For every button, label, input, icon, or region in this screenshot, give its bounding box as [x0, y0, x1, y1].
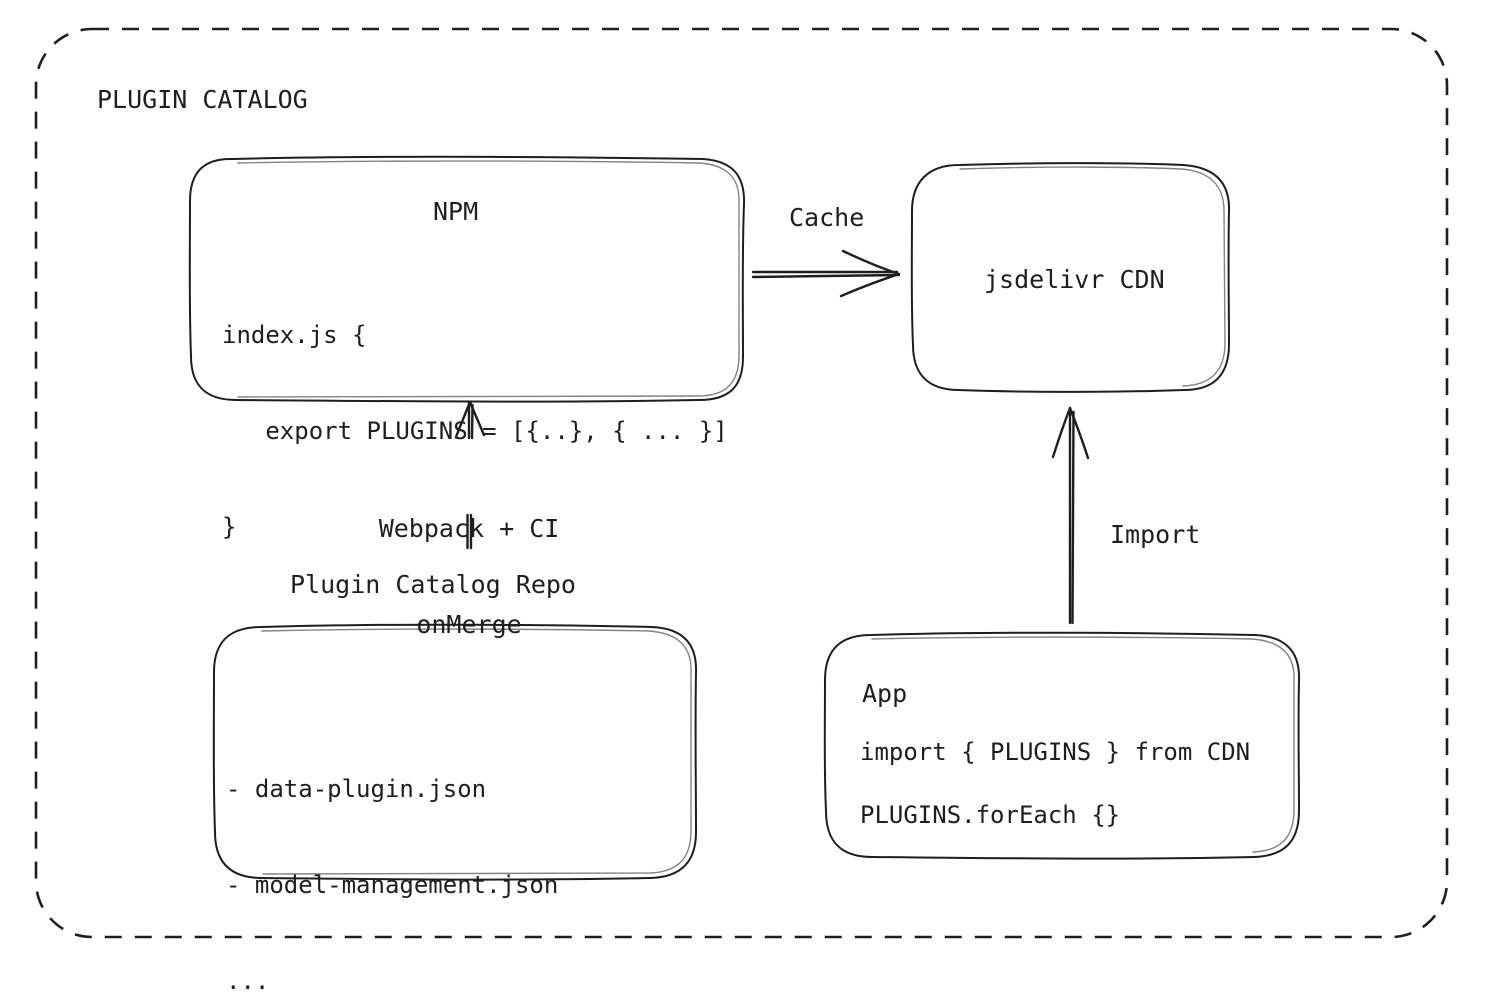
npm-code-line: }	[222, 513, 237, 541]
cache-arrow	[751, 249, 901, 298]
app-title: App	[862, 679, 908, 708]
npm-box	[188, 155, 746, 403]
npm-code-line: export PLUGINS = [{..}, { ... }]	[222, 417, 728, 445]
repo-box	[212, 623, 698, 881]
repo-file-list: - data-plugin.json - model-management.js…	[226, 709, 558, 1002]
repo-label: Plugin Catalog Repo	[290, 570, 576, 599]
build-edge-label-line1: Webpack + CI	[378, 514, 560, 543]
import-arrow	[1051, 406, 1090, 625]
outer-dashed-border	[34, 27, 1449, 939]
npm-title: NPM	[433, 197, 479, 226]
repo-file-item: - model-management.json	[226, 871, 559, 899]
repo-file-item: - data-plugin.json	[226, 775, 487, 803]
cdn-box	[910, 162, 1231, 393]
app-code-line: import { PLUGINS } from CDN	[860, 738, 1251, 766]
build-edge-label-line2: onMerge	[416, 610, 522, 639]
build-edge-label: Webpack + CI onMerge	[349, 449, 589, 705]
import-edge-label: Import	[1110, 520, 1201, 549]
diagram-title: PLUGIN CATALOG	[97, 85, 308, 114]
build-arrow	[454, 400, 486, 550]
npm-code: index.js { export PLUGINS = [{..}, { ...…	[222, 255, 728, 607]
app-code-line: PLUGINS.forEach {}	[860, 801, 1121, 829]
repo-file-item: ...	[226, 967, 270, 995]
npm-code-line: index.js {	[222, 321, 367, 349]
cdn-label: jsdelivr CDN	[984, 265, 1165, 294]
cache-edge-label: Cache	[789, 203, 865, 232]
app-box	[823, 631, 1301, 860]
